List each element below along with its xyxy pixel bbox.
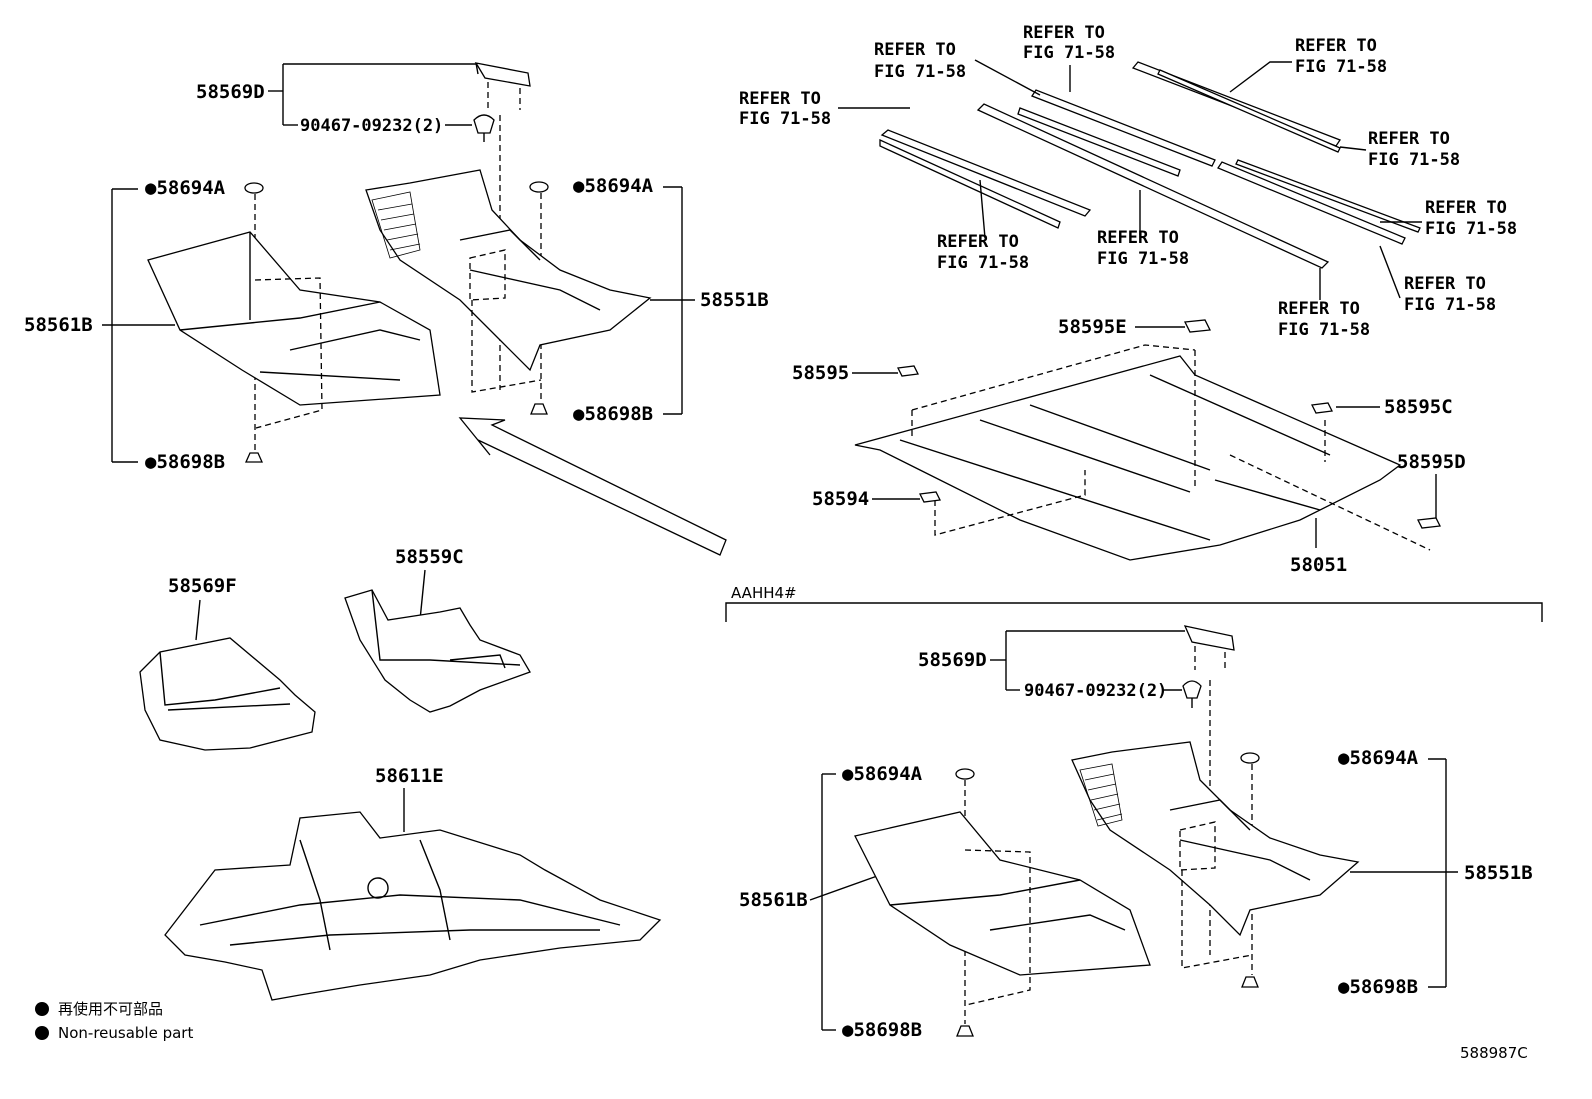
label-58698B-bottom-left: ●58698B [842, 1019, 922, 1041]
label-58595D: 58595D [1397, 451, 1466, 473]
clip-cover-58569D-bottom [1183, 625, 1235, 672]
label-58561B-top: 58561B [24, 314, 93, 336]
label-58694A-top-right: ●58694A [573, 175, 654, 197]
carpet-58559C [344, 589, 531, 713]
plug-58595E [1183, 319, 1212, 333]
clip-58694A-top-right [529, 181, 549, 193]
clip-58694A-bottom-left [955, 768, 975, 780]
label-58559C: 58559C [395, 546, 464, 568]
carpet-58569F [139, 637, 316, 751]
label-90467-top: 90467-09232(2) [300, 116, 443, 136]
carpet-58551B-top [365, 169, 652, 372]
label-58698B-top-right: ●58698B [573, 403, 653, 425]
direction-arrow [458, 417, 727, 556]
label-90467-bottom: 90467-09232(2) [1024, 681, 1167, 701]
clip-58694A-top-left [244, 182, 264, 194]
fig-label-3: FIG 71-58 [1295, 57, 1387, 77]
fig-label-6: FIG 71-58 [1425, 219, 1517, 239]
refer-label-8: REFER TO [1097, 228, 1179, 248]
variant-bracket [725, 602, 1543, 622]
refer-labels: REFER TO FIG 71-58 REFER TO FIG 71-58 RE… [739, 23, 1517, 340]
refer-label-3: REFER TO [1295, 36, 1377, 56]
refer-label-9: REFER TO [1404, 274, 1486, 294]
plug-58595 [897, 365, 919, 377]
refer-label-1: REFER TO [874, 40, 956, 60]
refer-label-10: REFER TO [1278, 299, 1360, 319]
label-58594: 58594 [812, 488, 869, 510]
label-58698B-top-left: ●58698B [145, 451, 225, 473]
clip-90467-top [473, 114, 495, 142]
label-58694A-top-left: ●58694A [145, 177, 226, 199]
legend-jp: 再使用不可部品 [58, 1000, 163, 1018]
label-58051: 58051 [1290, 554, 1347, 576]
clip-58698B-bottom-left [956, 1025, 974, 1037]
label-58698B-bottom-right: ●58698B [1338, 976, 1418, 998]
label-58694A-bottom-right: ●58694A [1338, 747, 1419, 769]
label-58694A-bottom-left: ●58694A [842, 763, 923, 785]
clip-90467-bottom [1182, 680, 1202, 708]
plug-58594 [919, 491, 941, 503]
label-58561B-bottom: 58561B [739, 889, 808, 911]
clip-58698B-top-right [530, 403, 548, 415]
fig-label-8: FIG 71-58 [1097, 249, 1189, 269]
label-58569D-bottom: 58569D [918, 649, 987, 671]
label-58595C: 58595C [1384, 396, 1453, 418]
refer-label-7: REFER TO [937, 232, 1019, 252]
carpet-58561B-top [147, 231, 441, 406]
carpet-58561B-bottom [854, 811, 1151, 976]
refer-leaders [838, 59, 1422, 300]
label-58569F: 58569F [168, 575, 237, 597]
label-58595: 58595 [792, 362, 849, 384]
fig-label-7: FIG 71-58 [937, 253, 1029, 273]
label-58595E: 58595E [1058, 316, 1127, 338]
clip-58694A-bottom-right [1240, 752, 1260, 764]
diagram-id: 588987C [1460, 1044, 1528, 1062]
legend: 再使用不可部品 Non-reusable part [35, 1000, 193, 1042]
fig-label-4: FIG 71-58 [739, 109, 831, 129]
plug-58595C [1311, 402, 1333, 414]
fig-label-9: FIG 71-58 [1404, 295, 1496, 315]
bullet-icon [35, 1002, 49, 1016]
variant-label: AAHH4# [731, 584, 797, 602]
label-58611E: 58611E [375, 765, 444, 787]
clip-58698B-top-left [244, 452, 264, 463]
label-58569D-top: 58569D [196, 81, 265, 103]
fig-label-5: FIG 71-58 [1368, 150, 1460, 170]
sill-strips [879, 61, 1421, 269]
fig-label-1: FIG 71-58 [874, 62, 966, 82]
fig-label-10: FIG 71-58 [1278, 320, 1370, 340]
bullet-icon [35, 1026, 49, 1040]
label-58551B-top: 58551B [700, 289, 769, 311]
refer-label-5: REFER TO [1368, 129, 1450, 149]
label-58551B-bottom: 58551B [1464, 862, 1533, 884]
refer-label-4: REFER TO [739, 89, 821, 109]
floor-panel-58051 [854, 355, 1402, 561]
legend-en: Non-reusable part [58, 1024, 193, 1042]
clip-cover-58569D-top [474, 62, 531, 110]
fig-label-2: FIG 71-58 [1023, 43, 1115, 63]
refer-label-6: REFER TO [1425, 198, 1507, 218]
floor-silencer-58611E [164, 811, 662, 1001]
clip-58698B-bottom-right [1241, 976, 1259, 988]
refer-label-2: REFER TO [1023, 23, 1105, 43]
plug-58595D [1417, 517, 1441, 529]
